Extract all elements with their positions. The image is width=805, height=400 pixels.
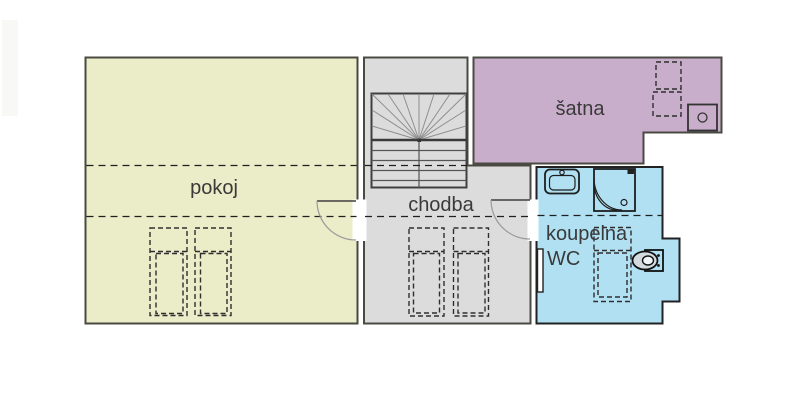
label-satna: šatna xyxy=(556,98,606,120)
stair-steps xyxy=(371,140,467,188)
faint-artifact xyxy=(2,20,18,116)
shower-corner-icon xyxy=(593,168,636,212)
stair-fan-lines xyxy=(371,93,467,141)
roof-height-lines xyxy=(86,164,662,218)
room-koupelna xyxy=(535,166,681,325)
room-pokoj-area xyxy=(84,56,359,325)
room-satna-area xyxy=(472,56,723,165)
label-pokoj: pokoj xyxy=(190,177,238,199)
room-pokoj xyxy=(84,56,359,325)
door-opening-pokoj xyxy=(352,199,367,241)
roof-window-outline-icon xyxy=(408,227,490,317)
shower-column xyxy=(627,168,634,174)
room-satna xyxy=(472,56,723,165)
radiator-icon xyxy=(536,248,544,293)
label-koupelna: koupelna xyxy=(546,223,628,245)
roof-window-outline-icon xyxy=(593,226,632,303)
room-koupelna-area xyxy=(535,166,681,325)
label-wc: WC xyxy=(547,248,580,270)
staircase-winder-icon xyxy=(370,92,468,189)
door-pokoj xyxy=(316,200,357,241)
door-opening-koupelna xyxy=(527,199,539,241)
wardrobe-dashed-icon xyxy=(652,61,682,117)
door-koupelna xyxy=(490,199,531,240)
stair-center-point xyxy=(417,138,421,142)
toilet-icon xyxy=(631,249,664,272)
washbasin-icon xyxy=(544,168,580,195)
label-chodba: chodba xyxy=(408,194,474,216)
roof-window-outline-icon xyxy=(149,227,232,317)
washing-machine-icon xyxy=(687,103,718,132)
